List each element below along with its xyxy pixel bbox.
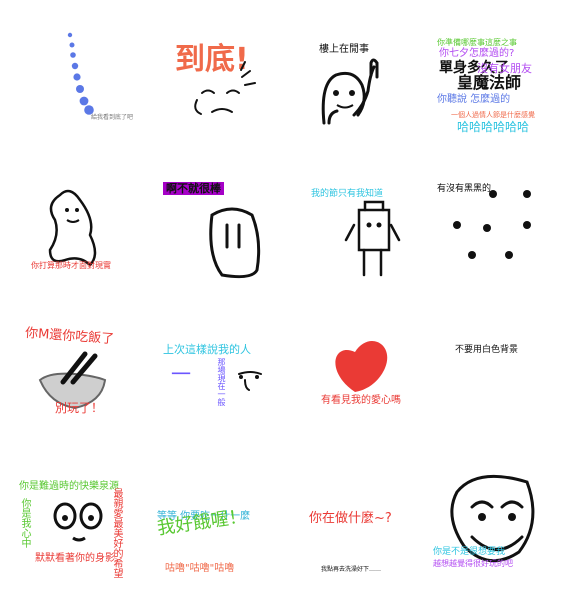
caption: 我點再去洗澡好下…… — [321, 566, 382, 573]
caption: 等等 你要吃一什一麼 — [157, 511, 251, 522]
sticker-8[interactable]: 有沒有黑黑的 — [427, 170, 555, 298]
caption: 我的節只有我知道 — [311, 189, 384, 199]
caption: 咕嚕"咕嚕"咕嚕 — [165, 563, 235, 574]
sticker-1[interactable]: 給我看到底了吧 — [15, 15, 143, 143]
sticker-15[interactable]: 你在做什麼~? 我點再去洗澡好下…… — [299, 462, 427, 590]
caption: 有沒有黑黑的 — [437, 184, 492, 194]
caption: 有看見我的愛心嗎 — [321, 395, 401, 406]
caption: 樓上在閒事 — [319, 44, 369, 55]
caption: 啊不就很棒 — [163, 182, 224, 195]
grinning-face — [450, 474, 535, 563]
blob-character — [48, 189, 97, 267]
caption: 別玩了！ — [55, 401, 104, 415]
caption: 不要用白色背景 — [455, 345, 519, 355]
robot-character — [344, 200, 401, 277]
caption: 哈哈哈哈哈哈 — [457, 120, 530, 134]
caption: 上次這樣說我的人 — [163, 343, 251, 356]
caption: 你聽說 怎麼過的 — [437, 94, 511, 105]
rice-bowl-illustration — [38, 351, 107, 410]
caption: 默默看著你的身影 — [35, 553, 115, 564]
sticker-9[interactable]: 你M還你吃飯了 別玩了！ — [15, 320, 143, 448]
caption: 最親愛最美好的希望 — [111, 488, 122, 578]
sticker-11[interactable]: 有看見我的愛心嗎 — [299, 320, 427, 448]
caption: 那場現在一般 — [217, 358, 226, 406]
sticker-14[interactable]: 等等 你要吃一什一麼 我好餓喔！ 咕嚕"咕嚕"咕嚕 — [157, 462, 285, 590]
heart-icon — [335, 341, 388, 392]
sticker-13[interactable]: 你是難過時的快樂泉源 你是我心中 最親愛最美好的希望 默默看著你的身影 — [15, 462, 143, 590]
falling-drops-illustration — [67, 32, 94, 115]
square-face — [209, 207, 261, 279]
caption: 你打算那時才面對現實 — [31, 261, 111, 270]
caption: 你七夕怎麼過的? — [439, 48, 515, 59]
sticker-12[interactable]: 不要用白色背景 — [427, 320, 555, 448]
face-doodle — [194, 61, 256, 115]
dots-pattern — [453, 190, 531, 259]
caption: 沒有女朋友 — [477, 62, 532, 75]
caption: 到底! — [175, 42, 249, 77]
caption: 一 — [171, 362, 191, 386]
caption: 你在做什麼~? — [309, 511, 392, 526]
sticker-5[interactable]: 你打算那時才面對現實 — [15, 170, 143, 298]
caption: 給我看到底了吧 — [91, 114, 134, 121]
caption: 皇魔法師 — [457, 73, 522, 92]
face-doodle — [238, 371, 262, 391]
sticker-3[interactable]: 樓上在閒事 — [299, 15, 427, 143]
sticker-4[interactable]: 你準備哪麼事這麼之事 你七夕怎麼過的? 單身多久了 沒有女朋友 皇魔法師 你聽說… — [427, 15, 562, 143]
caption: 你是我心中 — [19, 498, 30, 548]
caption: 一個人過情人節是什麼感覺 — [451, 111, 535, 119]
caption: 你是不是很想要我 — [433, 547, 506, 557]
face-doodle — [53, 502, 103, 542]
caption: 單身多久了 — [439, 60, 509, 76]
sticker-16[interactable]: 你是不是很想要我 越想越覺得很好玩的吧 — [427, 462, 555, 590]
sticker-2[interactable]: 到底! — [157, 15, 285, 143]
sticker-6[interactable]: 啊不就很棒 — [157, 170, 285, 298]
sticker-10[interactable]: 上次這樣說我的人 一 那場現在一般 — [157, 320, 285, 448]
sticker-7[interactable]: 我的節只有我知道 — [299, 170, 427, 298]
caption: 你準備哪麼事這麼之事 — [437, 38, 517, 47]
pointing-character — [321, 58, 379, 125]
caption: 越想越覺得很好玩的吧 — [433, 559, 513, 568]
caption: 你是難過時的快樂泉源 — [19, 481, 119, 492]
